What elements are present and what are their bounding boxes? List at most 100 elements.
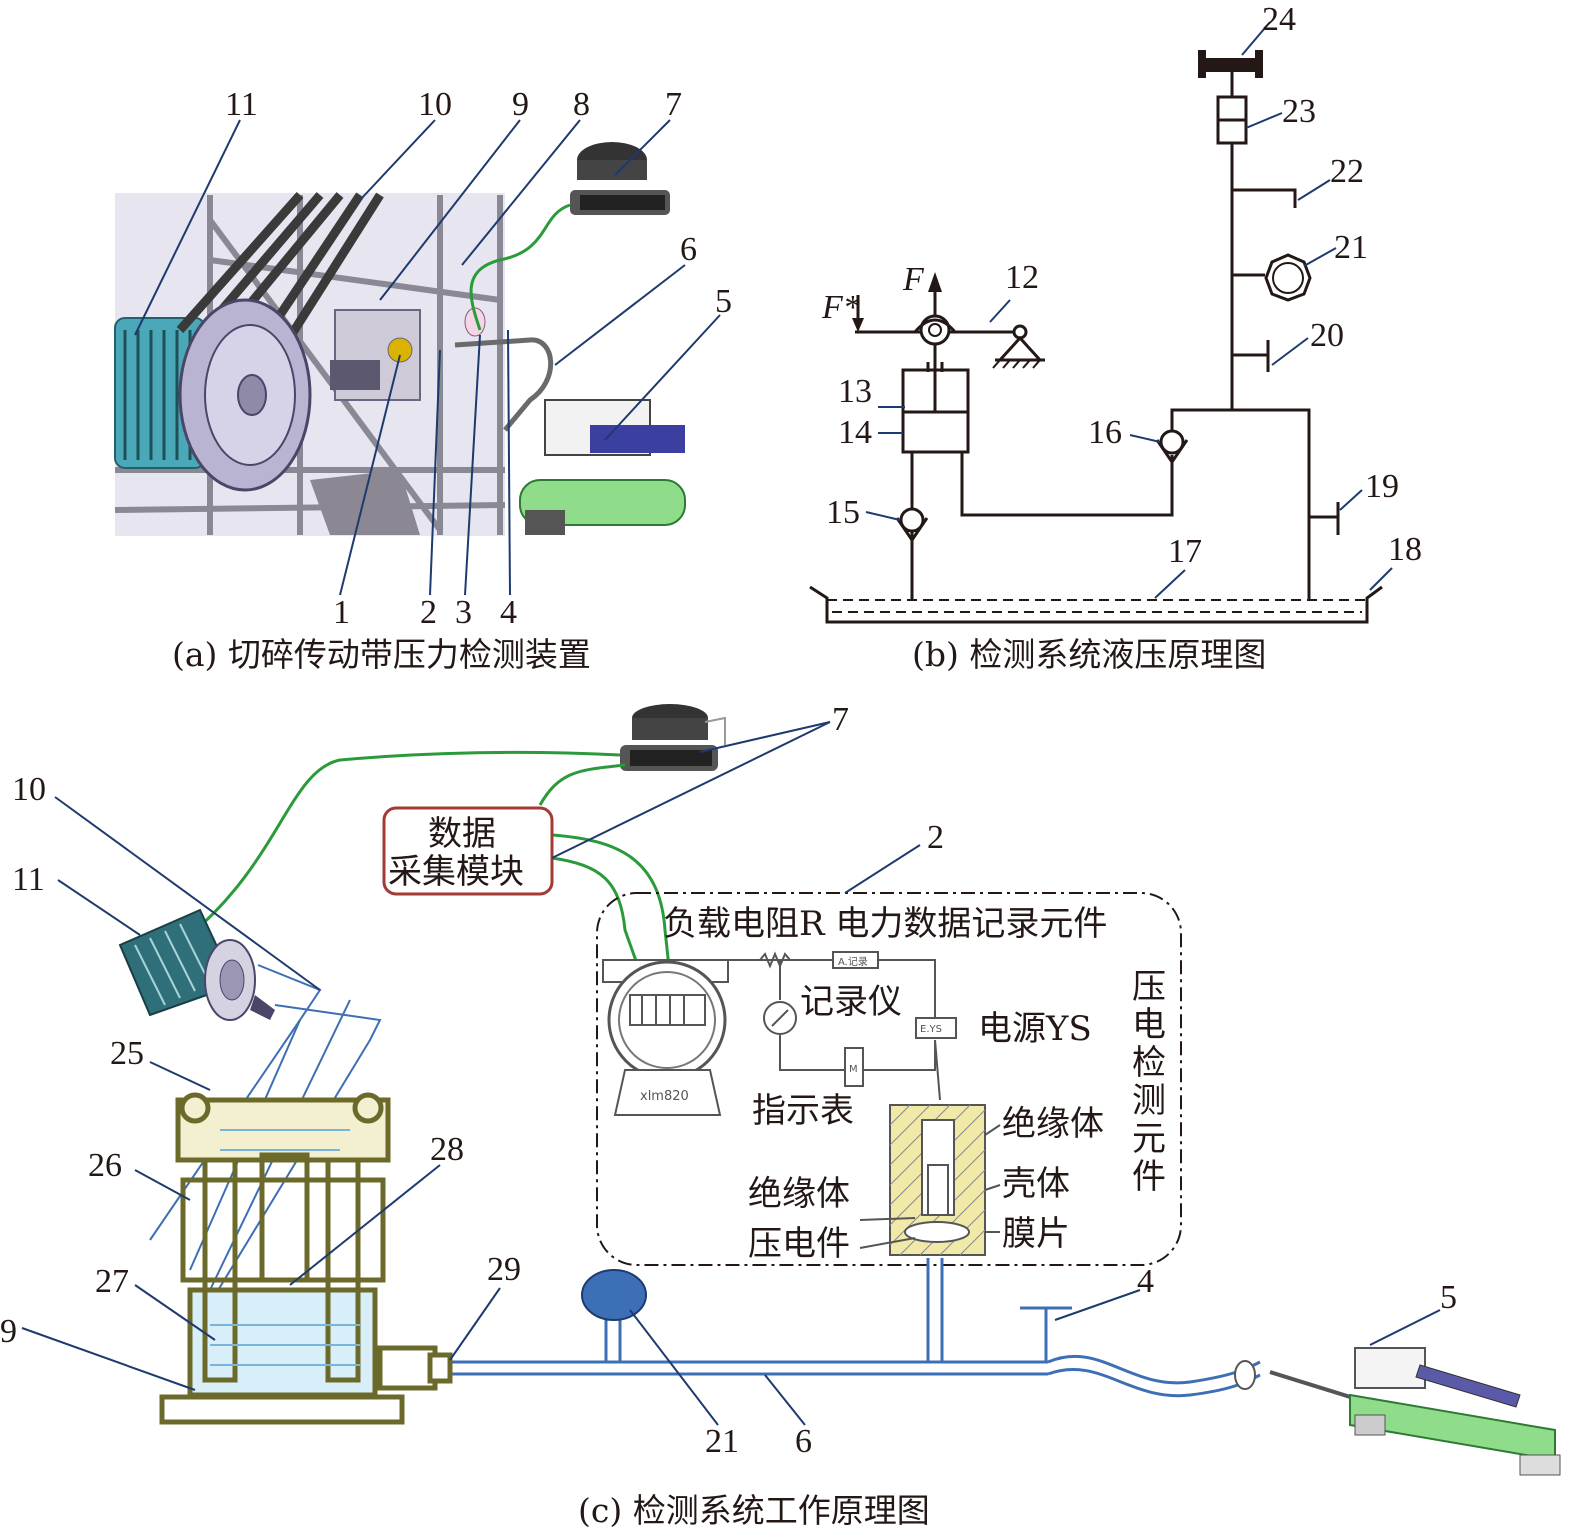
label-c-9: 9 (0, 1313, 17, 1350)
screw-valve (1198, 50, 1263, 145)
recorder-needle (771, 1009, 789, 1027)
panel-a-leaders (134, 119, 721, 596)
leader-c-7b (551, 721, 831, 859)
caption-b: (b) 检测系统液压原理图 (912, 635, 1266, 674)
housing-label: 壳体 (1002, 1164, 1070, 1204)
hand-pump-c (1234, 1347, 1561, 1476)
panel-b-leaders (865, 21, 1393, 599)
label-c-6: 6 (795, 1423, 812, 1460)
oil-tank (809, 585, 1383, 624)
indicator-tag: M (849, 1064, 858, 1075)
vertical-char-5: 元 (1132, 1119, 1166, 1159)
panel-a: 11 10 9 8 7 6 5 1 2 3 4 (a) 切碎传动带压力检测装置 (114, 86, 732, 674)
caption-a: (a) 切碎传动带压力检测装置 (172, 635, 591, 674)
module-text-line1: 数据 (428, 814, 496, 854)
label-c-25: 25 (110, 1035, 144, 1072)
label-a-1: 1 (333, 594, 350, 631)
label-b-15: 15 (826, 494, 860, 531)
hydraulic-pipes-c (450, 1258, 1261, 1398)
label-a-5: 5 (715, 283, 732, 320)
insulator-top-label: 绝缘体 (1002, 1104, 1104, 1144)
check-valve-16 (1155, 429, 1189, 465)
resistor-box (832, 951, 879, 969)
vertical-char-3: 检 (1132, 1043, 1166, 1083)
piezo-label: 压电件 (748, 1224, 850, 1264)
label-c-7: 7 (832, 701, 849, 738)
pressure-gauge-21-c (581, 1269, 647, 1321)
label-b-12: 12 (1005, 259, 1039, 296)
hydraulic-cylinder (901, 344, 970, 454)
indicator-label: 指示表 (752, 1091, 854, 1131)
piezo-sensor-region (596, 892, 1182, 1266)
power-tag: E.YS (920, 1024, 942, 1035)
transmitter-model: xlm820 (640, 1089, 689, 1104)
circuit-title: 负载电阻R 电力数据记录元件 (663, 904, 1107, 944)
transmitter: xlm820 (602, 959, 729, 1116)
hand-pump-a (519, 399, 686, 535)
data-logger-c (620, 704, 726, 771)
label-c-28: 28 (430, 1131, 464, 1168)
motor (114, 317, 206, 469)
recorder-label: 记录仪 (800, 982, 902, 1022)
insulator-bottom-label: 绝缘体 (748, 1174, 850, 1214)
pressure-gauge-21 (1264, 253, 1312, 302)
power-label: 电源YS (978, 1009, 1092, 1049)
label-b-24: 24 (1262, 1, 1296, 38)
label-c-27: 27 (95, 1263, 129, 1300)
tank-liquid-c (210, 1129, 360, 1366)
label-a-6: 6 (680, 231, 697, 268)
data-acquisition-module: 数据 采集模块 (382, 806, 554, 896)
label-a-4: 4 (500, 594, 517, 631)
resistor-tag: A.记录 (838, 956, 868, 968)
panel-c: 数据 采集模块 xlm820 (0, 701, 1561, 1530)
check-valve-15 (895, 507, 929, 543)
caption-c: (c) 检测系统工作原理图 (578, 1491, 930, 1530)
lever (852, 272, 1045, 369)
tensioner (310, 307, 486, 535)
label-c-5: 5 (1440, 1279, 1457, 1316)
label-c-10: 10 (12, 771, 46, 808)
label-a-11: 11 (225, 86, 258, 123)
module-text-line2: 采集模块 (388, 852, 524, 892)
label-b-17: 17 (1168, 533, 1202, 570)
label-b-22: 22 (1330, 153, 1364, 190)
power-box (915, 1017, 957, 1039)
label-c-21: 21 (705, 1423, 739, 1460)
label-b-20: 20 (1310, 317, 1344, 354)
vertical-char-2: 电 (1132, 1005, 1166, 1045)
label-b-23: 23 (1282, 93, 1316, 130)
label-c-2: 2 (927, 819, 944, 856)
label-b-16: 16 (1088, 414, 1122, 451)
force-up-label: F (902, 261, 925, 298)
label-c-4: 4 (1137, 1263, 1154, 1300)
panel-c-leaders (21, 796, 1441, 1426)
hydraulic-lines (910, 140, 1340, 600)
panel-b: F* F (809, 1, 1422, 674)
vertical-label: 压 电 检 测 元 件 (1132, 967, 1166, 1197)
vertical-char-4: 测 (1132, 1081, 1166, 1121)
leader-c-2 (844, 844, 921, 894)
vertical-char-1: 压 (1132, 967, 1166, 1007)
label-b-19: 19 (1365, 468, 1399, 505)
signal-wires-c (189, 750, 674, 1001)
label-c-29: 29 (487, 1251, 521, 1288)
indicator-box (844, 1047, 864, 1087)
label-b-21: 21 (1334, 229, 1368, 266)
label-c-26: 26 (88, 1147, 122, 1184)
signal-wire-a (469, 203, 571, 331)
force-down-label: F* (821, 289, 860, 326)
hose-a (454, 337, 554, 432)
press-frame (159, 1092, 453, 1425)
label-a-10: 10 (418, 86, 452, 123)
label-b-13: 13 (838, 373, 872, 410)
label-b-14: 14 (838, 414, 872, 451)
diaphragm-label: 膜片 (1002, 1214, 1070, 1254)
label-a-7: 7 (665, 86, 682, 123)
vertical-char-6: 件 (1132, 1157, 1166, 1197)
data-module-a (570, 142, 670, 215)
leader-c-7a (699, 721, 831, 753)
label-c-11: 11 (12, 861, 45, 898)
pulley (178, 298, 312, 492)
label-b-18: 18 (1388, 531, 1422, 568)
